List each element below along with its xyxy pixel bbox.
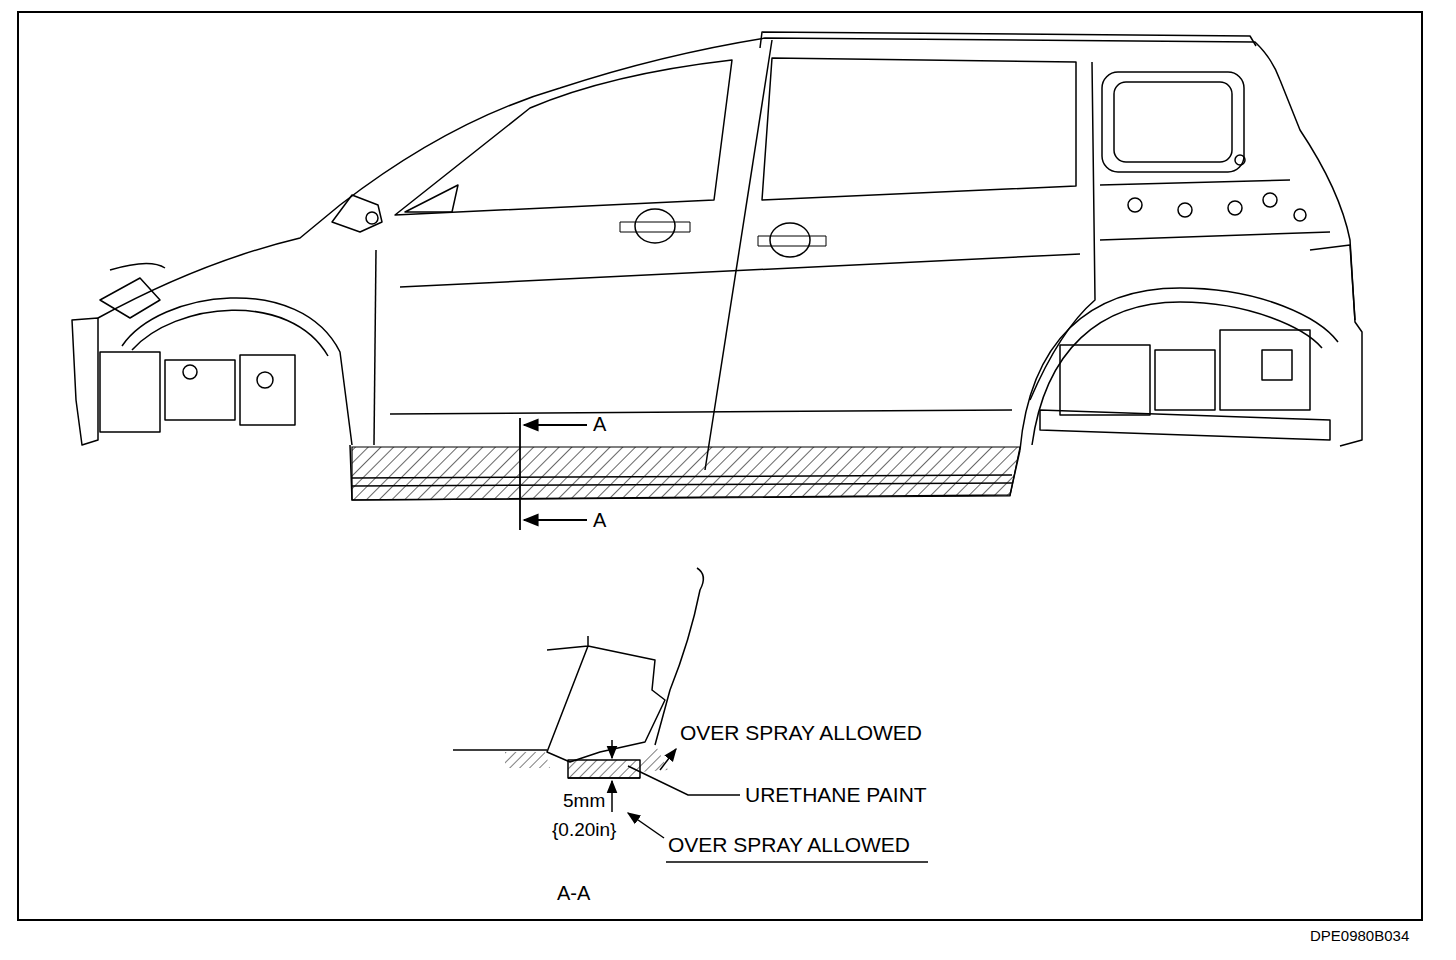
dimension-label: 5mm [563, 790, 605, 813]
section-letter: A [593, 508, 606, 532]
note-label: OVER SPRAY ALLOWED [680, 720, 922, 745]
section-marker [520, 418, 587, 530]
material-label: URETHANE PAINT [745, 782, 927, 807]
section-letter: A [593, 412, 606, 436]
section-view [453, 568, 703, 778]
frame-border [18, 12, 1422, 920]
note-label: OVER SPRAY ALLOWED [668, 832, 910, 857]
urethane-area [352, 447, 1020, 500]
figure-code: DPE0980B034 [1310, 927, 1409, 945]
section-title: A-A [557, 881, 590, 905]
car-body [72, 32, 1362, 500]
dimension-label: {0.20in} [552, 819, 616, 842]
leader-line [612, 740, 928, 862]
